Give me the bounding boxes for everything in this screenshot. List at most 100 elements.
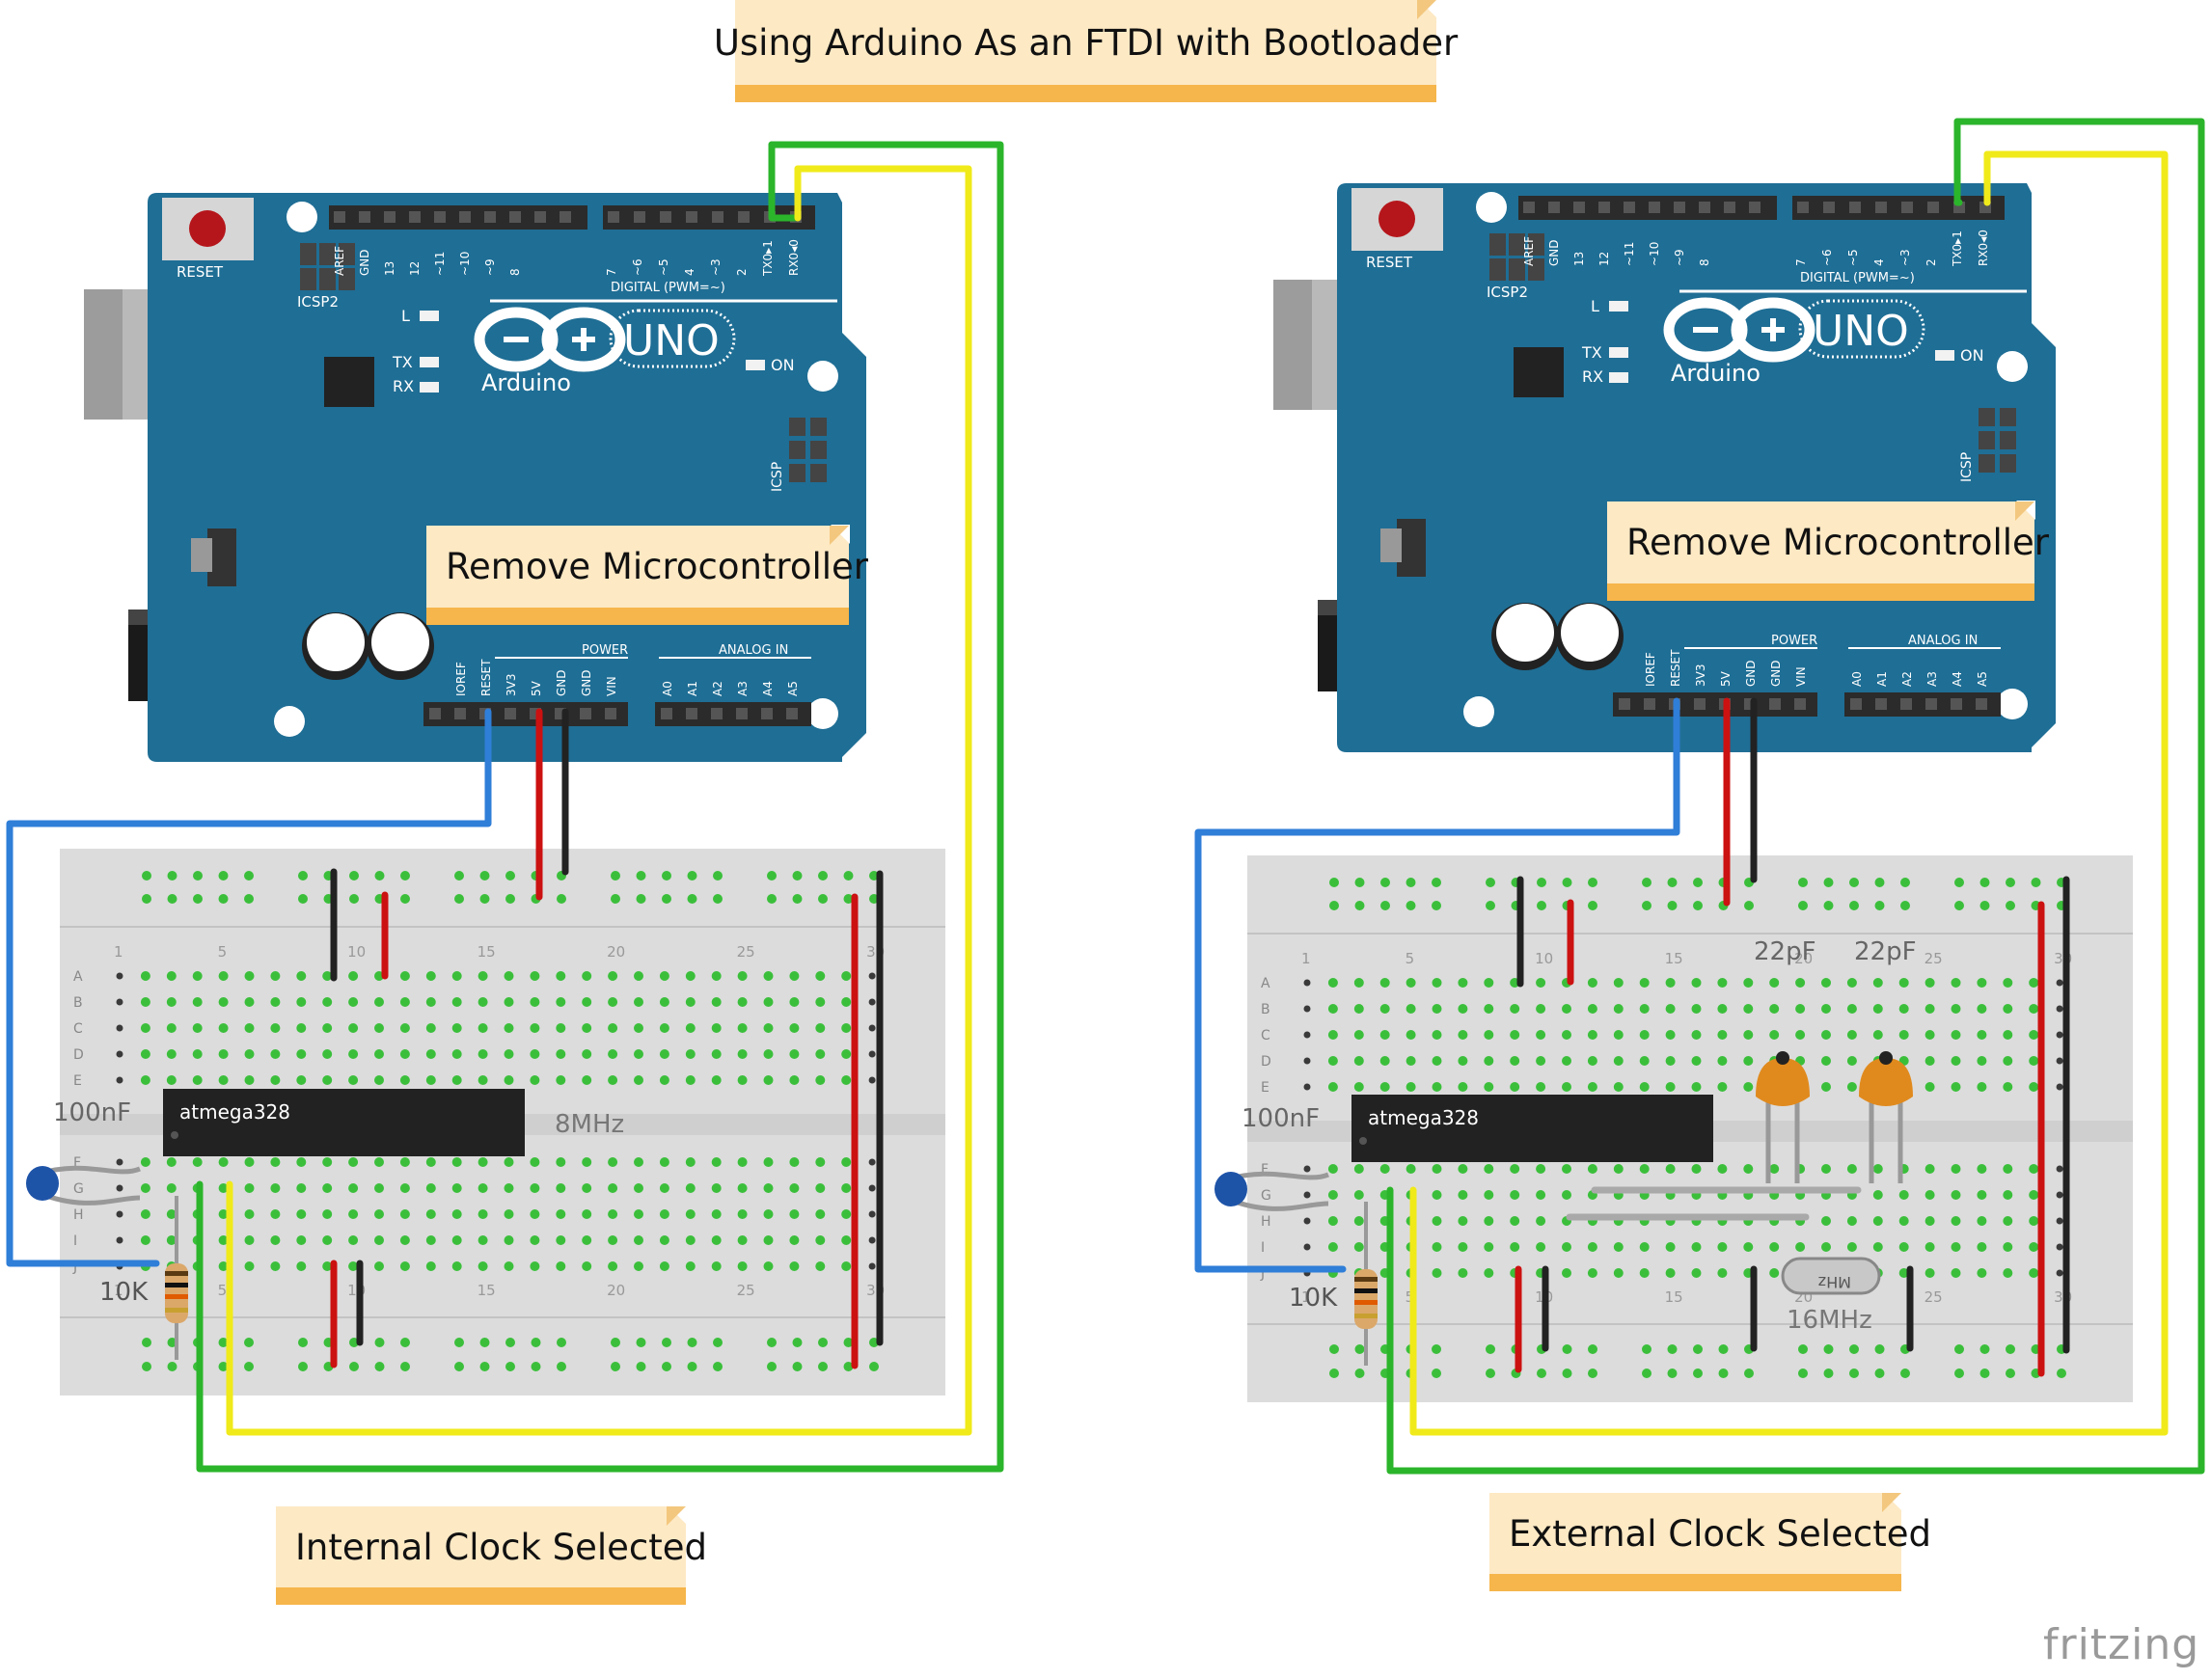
hole-connected [1821, 1082, 1831, 1092]
hole-connected [244, 997, 255, 1007]
hole-connected [1587, 1242, 1597, 1252]
col-number: 25 [1924, 1288, 1943, 1306]
analog-label: ANALOG IN [719, 643, 788, 658]
hole-connected [400, 894, 410, 904]
hole-connected [1353, 1242, 1364, 1252]
hole-connected [1977, 1164, 1987, 1174]
header-pin [1694, 698, 1706, 710]
digital-pin-label: ~9 [1673, 249, 1686, 266]
hole-connected [270, 997, 281, 1007]
reset-button [189, 210, 226, 247]
right-remove-mcu-note: Remove Microcontroller [1607, 501, 2049, 601]
hole-connected [792, 894, 803, 904]
hole-connected [556, 1209, 566, 1219]
hole-connected [1743, 978, 1754, 988]
icsp-pin [2000, 431, 2016, 449]
hole-connected [659, 1261, 669, 1271]
hole-connected [140, 1183, 150, 1193]
row-letter: F [1261, 1162, 1269, 1178]
hole-connected [166, 997, 177, 1007]
hole-connected [1536, 1056, 1546, 1066]
right-tx-wire-top [1953, 118, 1963, 206]
logo-minus [504, 337, 529, 342]
hole-connected [1486, 1368, 1495, 1378]
hole-connected [140, 971, 150, 981]
header-pin [1925, 698, 1937, 710]
hole-connected [582, 1157, 592, 1167]
reset-label: RESET [177, 263, 224, 281]
hole-connected [1743, 1056, 1754, 1066]
header-pin [738, 211, 750, 223]
hole [116, 1210, 123, 1218]
led-on-label: ON [1960, 346, 1984, 365]
arduino-brand-text: Arduino [481, 369, 571, 396]
hole-connected [1379, 1164, 1390, 1174]
hole-connected [1898, 978, 1909, 988]
hole-connected [1898, 1268, 1909, 1278]
header-pin [736, 708, 748, 719]
hole-connected [374, 1183, 384, 1193]
hole-connected [737, 1209, 748, 1219]
right-remove-mcu-text: Remove Microcontroller [1626, 522, 2050, 563]
header-pin [560, 211, 571, 223]
hole-connected [1379, 1056, 1390, 1066]
led-on [746, 360, 765, 370]
hole-connected [1406, 1030, 1416, 1040]
hole-connected [1458, 1056, 1468, 1066]
hole-connected [711, 1049, 722, 1059]
hole-connected [425, 1023, 436, 1033]
hole [868, 1184, 876, 1192]
hole-connected [815, 1183, 826, 1193]
hole-connected [636, 1338, 646, 1347]
led-l-label: L [1591, 297, 1599, 315]
hole-connected [530, 1209, 540, 1219]
header-pin [1649, 202, 1660, 213]
hole-connected [713, 894, 723, 904]
hole-connected [1743, 1082, 1754, 1092]
hole-connected [841, 1235, 852, 1245]
hole-connected [1587, 1030, 1597, 1040]
hole-connected [399, 1261, 410, 1271]
hole-connected [454, 894, 464, 904]
hole-connected [374, 1049, 384, 1059]
digital-pin-label: TX0▸1 [1951, 230, 1964, 267]
hole-connected [451, 1235, 462, 1245]
hole [116, 998, 123, 1006]
hole-connected [1537, 878, 1546, 887]
uno-logo-text: UNO [1813, 307, 1909, 356]
power-pin-label: 5V [1719, 670, 1733, 687]
hole-connected [556, 997, 566, 1007]
hole-connected [451, 1075, 462, 1085]
hole-connected [1954, 1344, 1964, 1354]
left-10k-resistor-band [165, 1308, 188, 1313]
hole-connected [611, 871, 620, 881]
digital-pin-label: 13 [383, 261, 396, 276]
hole [2056, 1031, 2063, 1039]
hole-connected [478, 1075, 488, 1085]
hole-connected [2029, 1082, 2039, 1092]
hole-connected [1353, 1082, 1364, 1092]
hole-connected [634, 971, 643, 981]
row-letter: H [73, 1207, 84, 1223]
hole-connected [815, 1023, 826, 1033]
hole-connected [451, 971, 462, 981]
hole-connected [713, 871, 723, 881]
analog-header [1844, 692, 2001, 717]
hole-connected [1795, 978, 1806, 988]
col-number: 1 [1301, 950, 1311, 967]
led-tx [1609, 347, 1628, 358]
uno-outline [609, 309, 736, 368]
hole-connected [1510, 1190, 1520, 1200]
hole [868, 1236, 876, 1244]
hole-connected [556, 971, 566, 981]
hole-connected [711, 1209, 722, 1219]
left-10k-resistor-band [165, 1283, 188, 1287]
hole-connected [843, 894, 854, 904]
hole-connected [763, 971, 774, 981]
row-letter: A [1261, 976, 1270, 991]
col-number: 15 [1665, 1288, 1683, 1306]
header-pin [1900, 698, 1912, 710]
hole-connected [244, 894, 254, 904]
hole-connected [270, 1023, 281, 1033]
hole-connected [218, 1261, 229, 1271]
